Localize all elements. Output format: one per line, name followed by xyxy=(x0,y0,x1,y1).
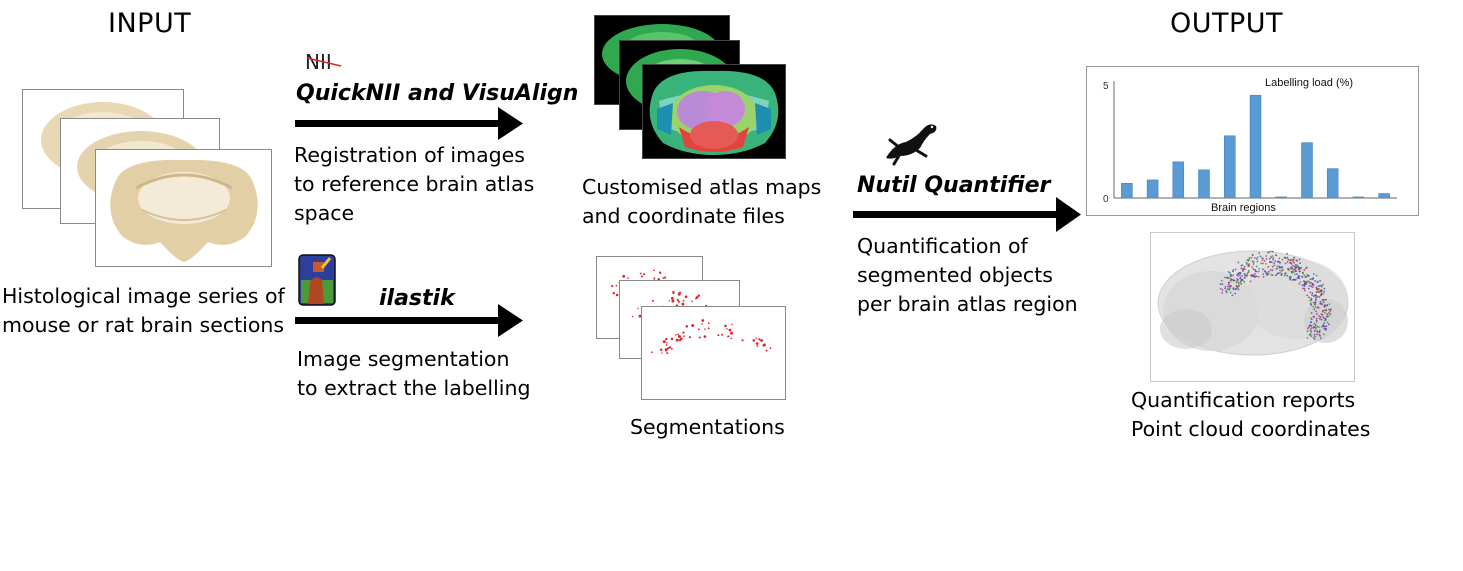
gecko-icon xyxy=(880,118,940,166)
histology-section-3 xyxy=(95,149,272,267)
input-heading: INPUT xyxy=(108,8,192,39)
chart-title: Labelling load (%) xyxy=(1265,77,1353,89)
output-heading: OUTPUT xyxy=(1170,8,1284,39)
chart-y-tick-label: 5 xyxy=(1103,81,1109,92)
chart-bar xyxy=(1198,169,1210,199)
quantifier-caption: Quantification of segmented objects per … xyxy=(857,234,1078,316)
segmentation-caption: Image segmentation to extract the labell… xyxy=(297,347,531,400)
registration-caption: Registration of images to reference brai… xyxy=(294,143,535,225)
chart-bar xyxy=(1275,196,1287,199)
chart-bar xyxy=(1224,135,1236,199)
input-caption: Histological image series of mouse or ra… xyxy=(2,284,285,337)
chart-bar xyxy=(1378,193,1390,199)
chart-bar xyxy=(1172,161,1185,199)
nii-logo-text: NII xyxy=(305,50,332,74)
chart-bar xyxy=(1249,94,1262,199)
ilastik-fist-icon xyxy=(298,254,336,306)
chart-bar xyxy=(1121,183,1133,199)
point-cloud-brain-image xyxy=(1150,232,1355,382)
chart-y-ticks: 05 xyxy=(1103,81,1109,205)
registration-arrow xyxy=(295,105,527,143)
segmentations-caption: Segmentations xyxy=(630,415,785,439)
chart-y-tick-label: 0 xyxy=(1103,194,1109,205)
segmentation-arrow xyxy=(295,303,527,341)
quantification-arrow xyxy=(853,195,1085,235)
chart-svg: Labelling load (%) Brain regions 05 xyxy=(1103,77,1397,214)
output-caption: Quantification reports Point cloud coord… xyxy=(1131,388,1371,441)
segmentation-image-3 xyxy=(641,306,786,400)
atlas-map-3 xyxy=(642,64,786,159)
chart-bar xyxy=(1326,168,1339,199)
quicknii-visualign-label: QuickNII and VisuAlign xyxy=(296,81,579,106)
chart-xlabel: Brain regions xyxy=(1211,202,1276,214)
chart-bar xyxy=(1301,142,1313,199)
nii-logo-icon: NII xyxy=(303,48,343,74)
atlas-maps-caption: Customised atlas maps and coordinate fil… xyxy=(582,175,822,228)
chart-bar xyxy=(1352,196,1365,199)
nutil-quantifier-label: Nutil Quantifier xyxy=(857,173,1051,198)
chart-bars xyxy=(1121,94,1390,199)
chart-bar xyxy=(1146,179,1159,199)
ilastik-label: ilastik xyxy=(379,286,455,311)
